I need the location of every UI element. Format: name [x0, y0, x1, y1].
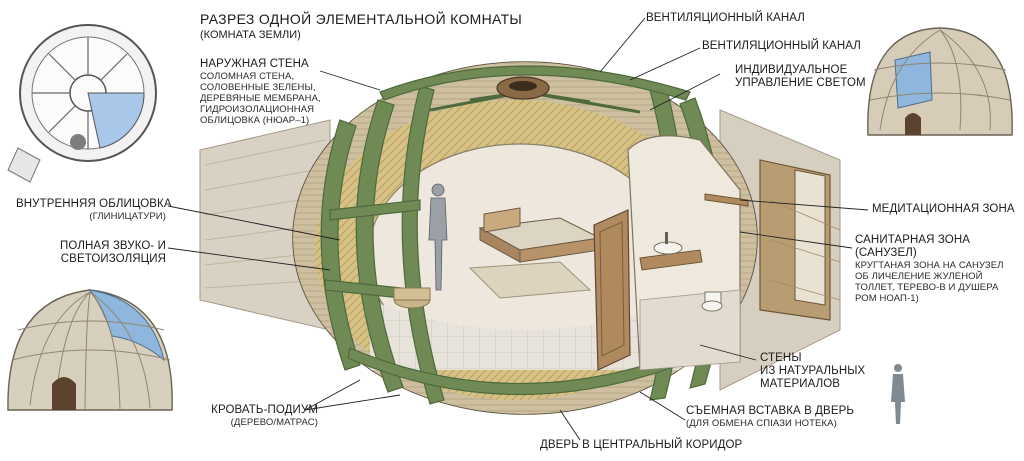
label-insulation: ПОЛНАЯ ЗВУКО- И СВЕТОИЗОЛЯЦИЯ: [60, 240, 166, 265]
diagram-title-block: РАЗРЕЗ ОДНОЙ ЭЛЕМЕНТАЛЬНОЙ КОМНАТЫ (КОМН…: [200, 11, 522, 42]
dome-cutaway: [292, 61, 758, 415]
label-outer-wall: НАРУЖНАЯ СТЕНА СОЛОМНАЯ СТЕНА, СОЛОВЕННЫ…: [200, 58, 321, 126]
human-figure-icon: [428, 183, 448, 291]
scale-figure-icon: [891, 364, 905, 424]
background-corridor: [199, 109, 841, 391]
label-inner-lining: ВНУТРЕННЯЯ ОБЛИЦОВКА (ГЛИНИЦАТУРИ): [16, 198, 172, 222]
small-dome-left: [7, 289, 173, 411]
label-light-control: ИНДИВИДУАЛЬНОЕ УПРАВЛЕНИЕ СВЕТОМ: [735, 64, 866, 89]
label-vent-1: ВЕНТИЛЯЦИОННЫЙ КАНАЛ: [646, 12, 805, 24]
label-meditation: МЕДИТАЦИОННАЯ ЗОНА: [872, 203, 1015, 215]
bathroom: [593, 135, 749, 371]
label-sanitary: САНИТАРНАЯ ЗОНА (САНУЗЕЛ) КРУГТАНАЯ ЗОНА…: [855, 234, 1004, 304]
label-natural-walls: СТЕНЫ ИЗ НАТУРАЛЬНЫХ МАТЕРИАЛОВ: [760, 352, 866, 390]
label-vent-2: ВЕНТИЛЯЦИОННЫЙ КАНАЛ: [702, 40, 861, 52]
diagram-title: РАЗРЕЗ ОДНОЙ ЭЛЕМЕНТАЛЬНОЙ КОМНАТЫ: [200, 11, 523, 27]
sink-icon: [639, 232, 703, 271]
floor-plan: [7, 24, 157, 183]
label-door-corridor: ДВЕРЬ В ЦЕНТРАЛЬНЫЙ КОРИДОР: [540, 439, 743, 451]
diagram-subtitle: (КОМНАТА ЗЕМЛИ): [200, 29, 301, 41]
door-icon: [593, 209, 631, 371]
toilet-icon: [701, 291, 723, 312]
small-dome-right: [867, 27, 1013, 136]
label-door-insert: СЪЕМНАЯ ВСТАВКА В ДВЕРЬ (ДЛЯ ОБМЕНА СПІА…: [686, 405, 855, 429]
label-bed-podium: КРОВАТЬ-ПОДИУМ (ДЕРЕВО/МАТРАС): [211, 404, 318, 428]
leader-lines: [167, 17, 869, 441]
